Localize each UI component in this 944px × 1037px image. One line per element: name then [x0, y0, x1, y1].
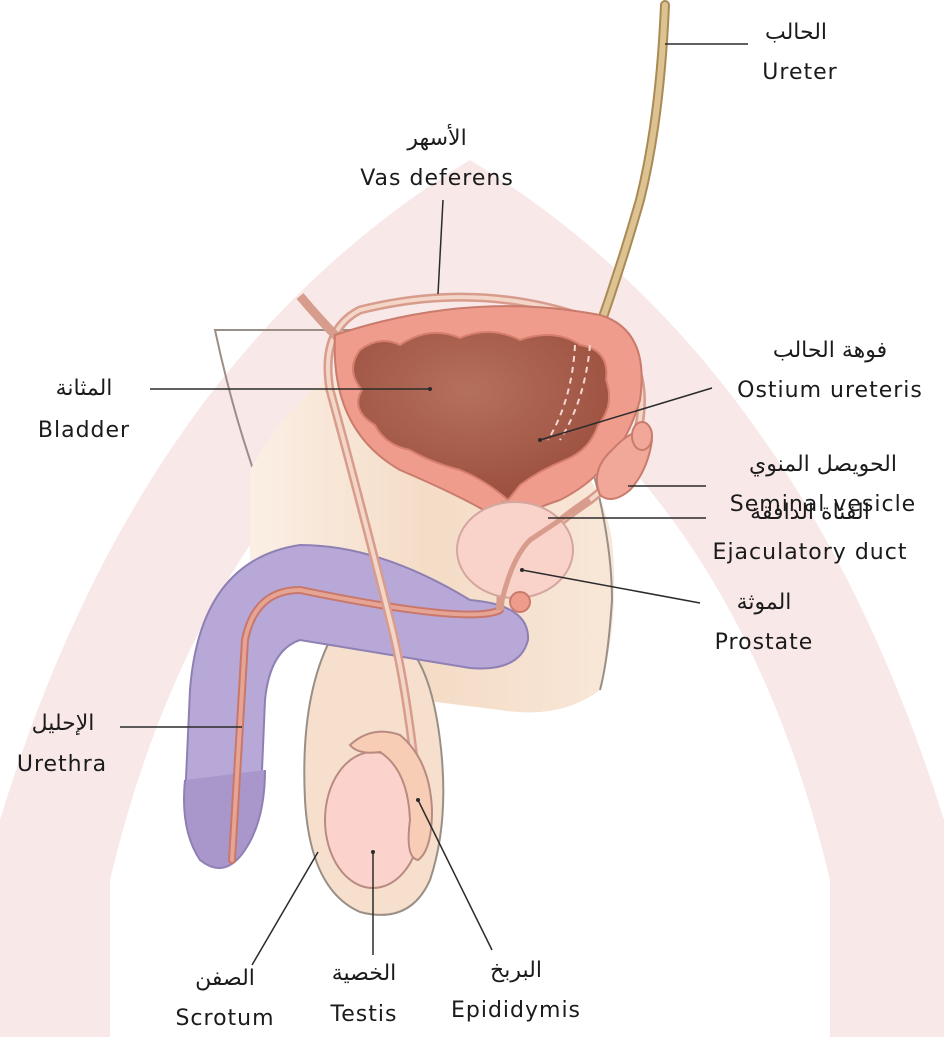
label-ostium-ureteris-arabic: فوهة الحالب: [773, 340, 887, 362]
prostate-shape: [457, 502, 573, 598]
label-vas-deferens-arabic: الأسهر: [407, 128, 466, 150]
label-bladder-arabic: المثانة: [56, 378, 113, 400]
label-seminal-vesicle-arabic: الحويصل المنوي: [749, 454, 897, 476]
label-vas-deferens-english: Vas deferens: [360, 168, 514, 190]
label-prostate-english: Prostate: [715, 632, 814, 654]
label-testis-english: Testis: [331, 1004, 398, 1026]
label-ejaculatory-duct-arabic: القناة الدافقة: [750, 502, 870, 524]
leader-scrotum: [252, 852, 318, 965]
label-scrotum-english: Scrotum: [175, 1008, 274, 1030]
label-scrotum-arabic: الصفن: [195, 968, 255, 990]
label-ureter-english: Ureter: [762, 62, 837, 84]
label-ejaculatory-duct-english: Ejaculatory duct: [713, 542, 908, 564]
label-ostium-ureteris-english: Ostium ureteris: [737, 380, 923, 402]
label-ureter-arabic: الحالب: [765, 22, 827, 44]
glans: [184, 770, 265, 868]
label-bladder-english: Bladder: [38, 420, 130, 442]
label-urethra-english: Urethra: [17, 754, 107, 776]
label-prostate-arabic: الموثة: [737, 592, 792, 614]
label-urethra-arabic: الإحليل: [32, 713, 95, 735]
label-testis-arabic: الخصية: [332, 963, 397, 985]
label-epididymis-arabic: البربخ: [490, 960, 542, 982]
label-epididymis-english: Epididymis: [451, 1000, 581, 1022]
